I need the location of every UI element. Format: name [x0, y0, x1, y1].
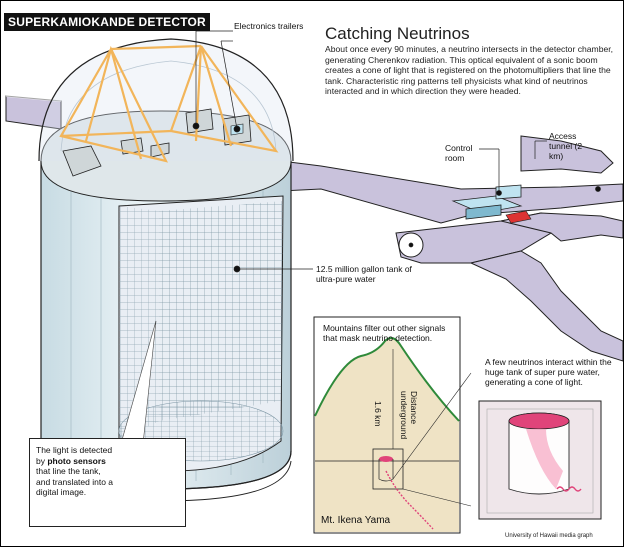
few-neutrinos-label: A few neutrinos interact within the huge…	[485, 357, 612, 387]
control-room-building	[451, 184, 532, 224]
mountains-label: Mountains filter out other signals that …	[323, 323, 446, 343]
electronics-trailers-label: Electronics trailers	[234, 21, 304, 31]
zoom-box	[478, 400, 602, 520]
diagram-title: SUPERKAMIOKANDE DETECTOR	[4, 13, 210, 31]
dome	[38, 38, 294, 162]
depth-label: Distance underground	[399, 391, 419, 440]
article-title: Catching Neutrinos	[325, 24, 470, 43]
tunnel-system	[5, 95, 623, 362]
mountain-name: Mt. Ikena Yama	[321, 515, 391, 526]
access-tunnel-label: Access tunnel (2 km)	[549, 131, 583, 161]
photo-sensor-callout: The light is detected by photo sensors t…	[29, 438, 186, 527]
sensor-text-bold: photo sensors	[47, 455, 106, 466]
sensor-text-after: that line the tank, and translated into …	[36, 466, 114, 498]
article-body: About once every 90 minutes, a neutrino …	[325, 44, 614, 97]
leader-lines	[192, 30, 601, 273]
control-room-label: Control room	[445, 143, 473, 163]
tank-label: 12.5 million gallon tank of ultra-pure w…	[316, 264, 412, 284]
sensor-text-before: The light is detected by	[36, 445, 113, 466]
mountain-inset	[313, 316, 472, 534]
depth-value: 1.6 km	[373, 401, 383, 427]
credit-line: University of Hawaii media graph	[505, 533, 593, 539]
photo-sensor-text: The light is detected by photo sensors t…	[36, 445, 114, 498]
